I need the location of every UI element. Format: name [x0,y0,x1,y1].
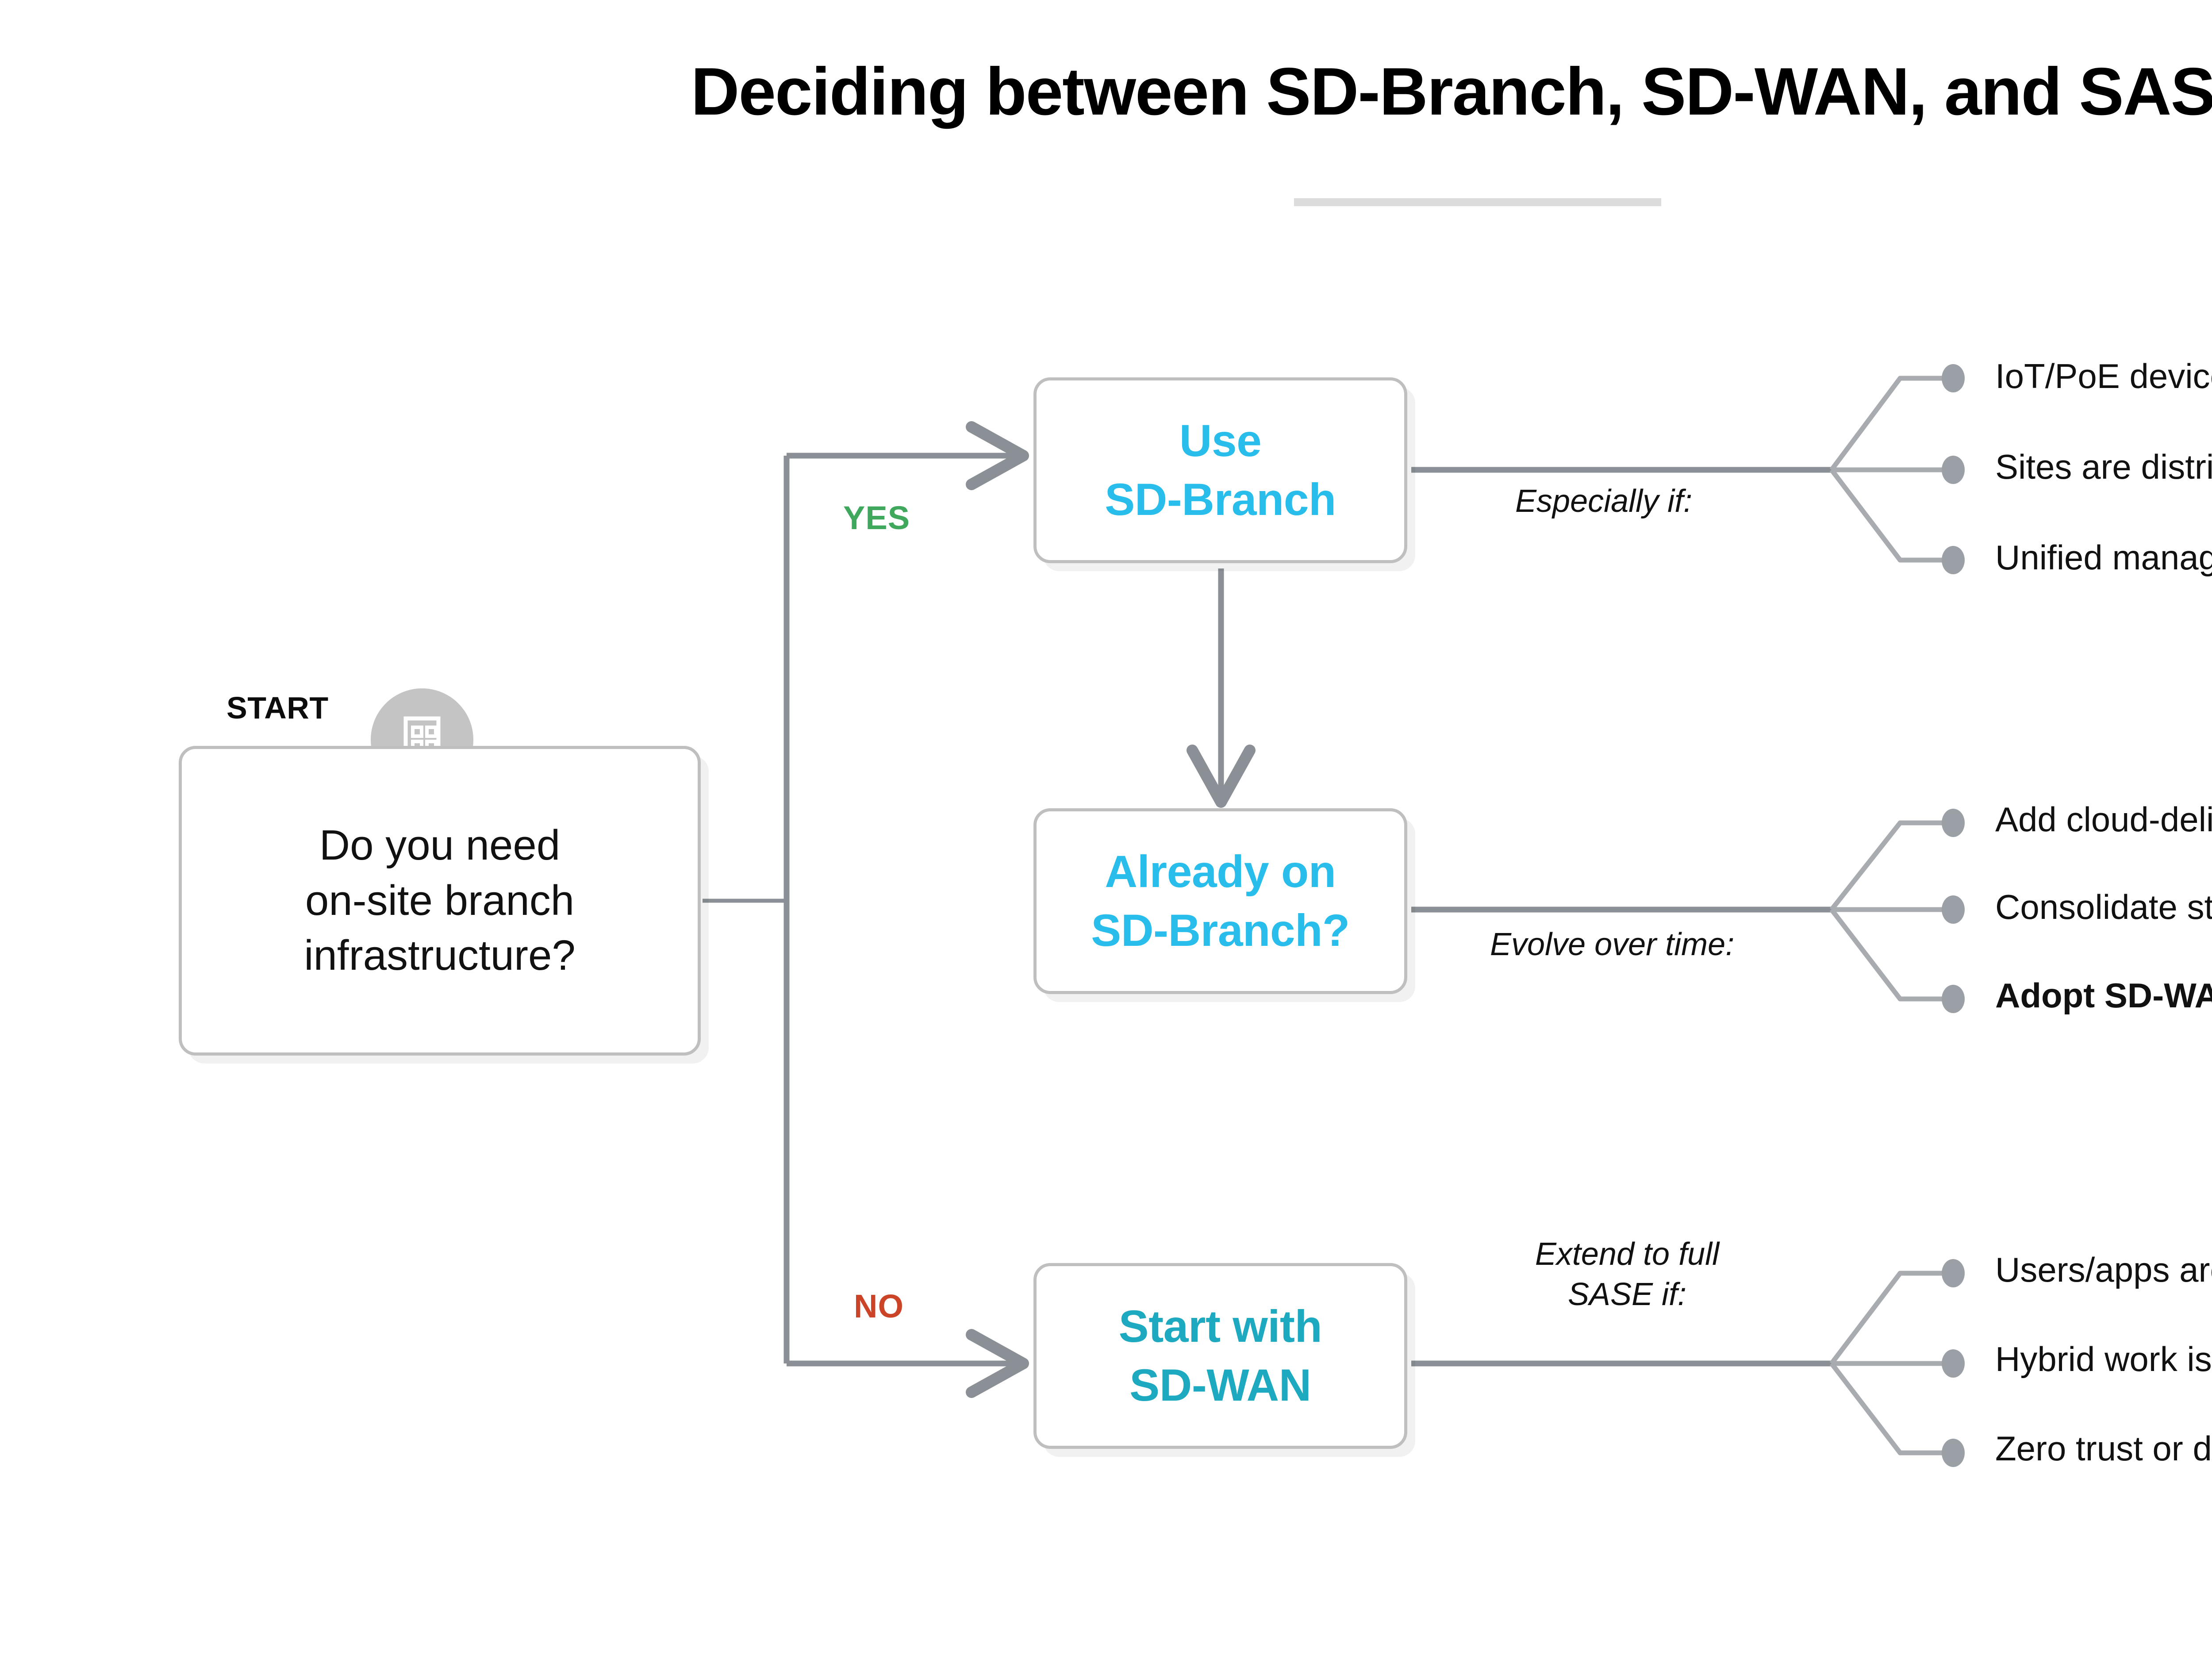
outcome-already-3: Adopt SD-WAN/SASE where useful [1995,976,2212,1015]
outcome-sd-wan-1: Users/apps are cloud-based [1995,1250,2212,1289]
node-already-on-sd-branch[interactable]: Already on SD-Branch? [1033,808,1407,994]
wire-already-branch-3 [1829,908,1947,1002]
node-use-sd-branch-line1: Use [1179,415,1262,466]
caption-evolve-over-time: Evolve over time: [1490,927,1735,962]
start-label: START [227,691,329,725]
page-title: Deciding between SD-Branch, SD-WAN, and … [691,54,2212,129]
bullet-dot [1942,546,1965,574]
start-question-node[interactable]: Do you need on-site branch infrastructur… [179,746,701,1056]
node-sd-wan-line2: SD-WAN [1129,1360,1311,1410]
start-question-line3: infrastructure? [304,932,576,979]
outcome-sd-wan-2: Hybrid work is widespread [1995,1340,2212,1379]
wire-sdwan-branch-3 [1829,1362,1947,1455]
node-start-with-sd-wan[interactable]: Start with SD-WAN [1033,1263,1407,1449]
wire-sdwan-branch-1 [1829,1271,1947,1365]
bullet-dot [1942,895,1965,924]
branch-label-yes: YES [843,499,910,536]
outcome-sd-branch-3: Unified management is a priority [1995,538,2212,577]
wire-already-branch-1 [1829,820,1947,911]
caption-especially-if: Especially if: [1515,484,1693,519]
bullet-dot [1942,456,1965,484]
node-already-line1: Already on [1105,846,1336,897]
outcome-already-1: Add cloud-delivered security [1995,800,2212,839]
bullet-dot [1942,1259,1965,1287]
node-already-line2: SD-Branch? [1091,905,1350,956]
outcome-sd-wan-3: Zero trust or direct-to-app models are p… [1995,1429,2212,1468]
wire-sdbranch-branch-3 [1829,468,1947,563]
outcome-already-2: Consolidate stack [1995,887,2212,926]
node-use-sd-branch-line2: SD-Branch [1105,474,1336,525]
bullet-dot [1942,809,1965,837]
caption-extend-to-sase: Extend to full SASE if: [1512,1234,1742,1314]
bullet-dot [1942,985,1965,1013]
branch-label-no: NO [854,1288,904,1325]
start-question-line2: on-site branch [305,876,575,924]
wire-sdbranch-branch-1 [1829,376,1947,472]
bullet-dot [1942,364,1965,392]
node-use-sd-branch[interactable]: Use SD-Branch [1033,377,1407,563]
bullet-dot [1942,1349,1965,1378]
node-sd-wan-line1: Start with [1118,1301,1322,1352]
caption-extend-line2: SASE if: [1567,1276,1687,1312]
bullet-dot [1942,1439,1965,1467]
outcome-sd-branch-1: IoT/PoE devices are in use [1995,357,2212,396]
title-divider [1294,198,1661,206]
outcome-sd-branch-2: Sites are distributed [1995,447,2212,486]
start-question-line1: Do you need [319,821,561,869]
caption-extend-line1: Extend to full [1535,1237,1720,1272]
